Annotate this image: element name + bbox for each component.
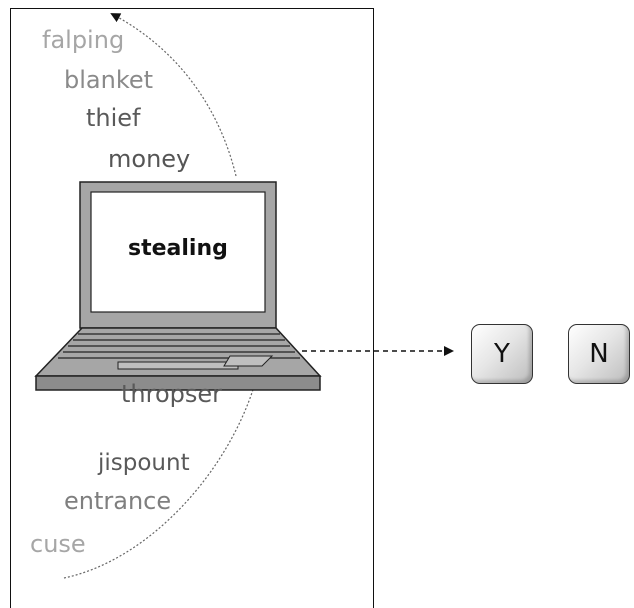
top-word: money [108,145,191,173]
yes-key-button[interactable]: Y [471,324,533,384]
top-word: thief [86,104,141,132]
bottom-word: cuse [30,530,86,558]
diagram-graphics [34,13,454,579]
stimulus-frame [10,8,374,608]
target-word: stealing [128,236,228,261]
laptop-icon [34,181,322,391]
lower-arrow [63,378,259,579]
bottom-word: jispount [98,450,190,476]
upward-arrow [110,13,237,177]
top-word: falping [42,26,125,54]
bottom-word: entrance [64,487,172,515]
bottom-word: thropser [121,380,223,408]
no-key-button[interactable]: N [568,324,630,384]
top-word: blanket [64,66,154,94]
